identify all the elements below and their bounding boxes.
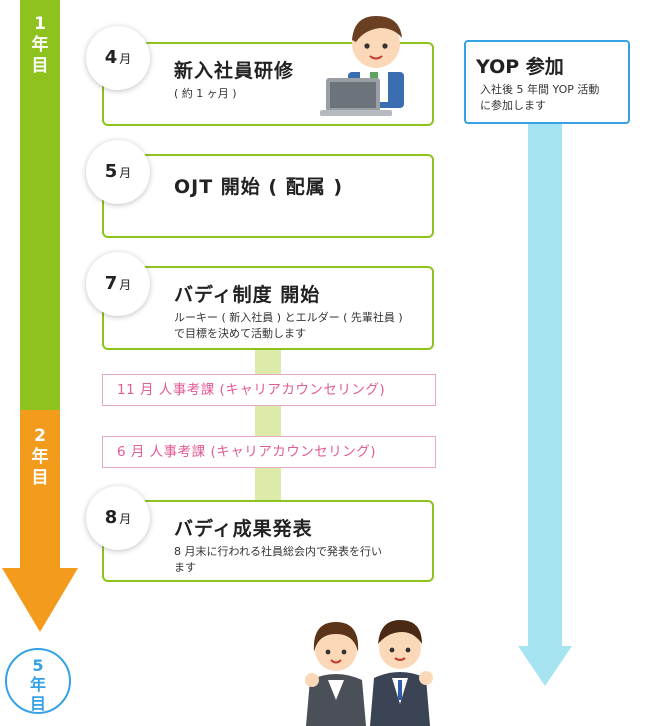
event-title: バディ制度 開始 [174, 284, 321, 306]
employees-illustration [305, 620, 433, 726]
event-desc: ( 約 1 ヶ月 ) [174, 87, 237, 100]
event-card-ojt: OJT 開始 ( 配属 ) [102, 154, 434, 238]
year5-badge: 5 年 目 [5, 648, 71, 714]
employee-laptop-illustration [320, 16, 404, 116]
event-title: 新入社員研修 [174, 60, 295, 82]
event-card-buddy-start: バディ制度 開始 ルーキー ( 新入社員 ) とエルダー ( 先輩社員 ) で目… [102, 266, 434, 350]
event-title: バディ成果発表 [174, 518, 313, 540]
yop-title: YOP 参加 [476, 56, 564, 78]
review-box-11: 11 月 人事考課 (キャリアカウンセリング) [102, 374, 436, 406]
yop-box: YOP 参加 入社後 5 年間 YOP 活動 に参加します [464, 40, 630, 124]
event-title: OJT 開始 ( 配属 ) [174, 176, 344, 198]
year1-timeline-bar [20, 0, 60, 410]
year2-label: 2 年 目 [31, 426, 49, 488]
yop-desc: 入社後 5 年間 YOP 活動 に参加します [480, 83, 600, 112]
timeline-arrow-icon [2, 568, 78, 632]
event-desc: 8 月末に行われる社員総会内で発表を行い ます [174, 545, 382, 574]
year1-label: 1 年 目 [31, 14, 49, 76]
event-desc: ルーキー ( 新入社員 ) とエルダー ( 先輩社員 ) で目標を決めて活動しま… [174, 311, 403, 340]
year2-timeline-bar [20, 410, 60, 568]
event-card-buddy-presentation: バディ成果発表 8 月末に行われる社員総会内で発表を行い ます [102, 500, 434, 582]
yop-arrow-shaft [528, 124, 562, 650]
review-box-6: 6 月 人事考課 (キャリアカウンセリング) [102, 436, 436, 468]
yop-arrow-head-icon [518, 646, 572, 686]
